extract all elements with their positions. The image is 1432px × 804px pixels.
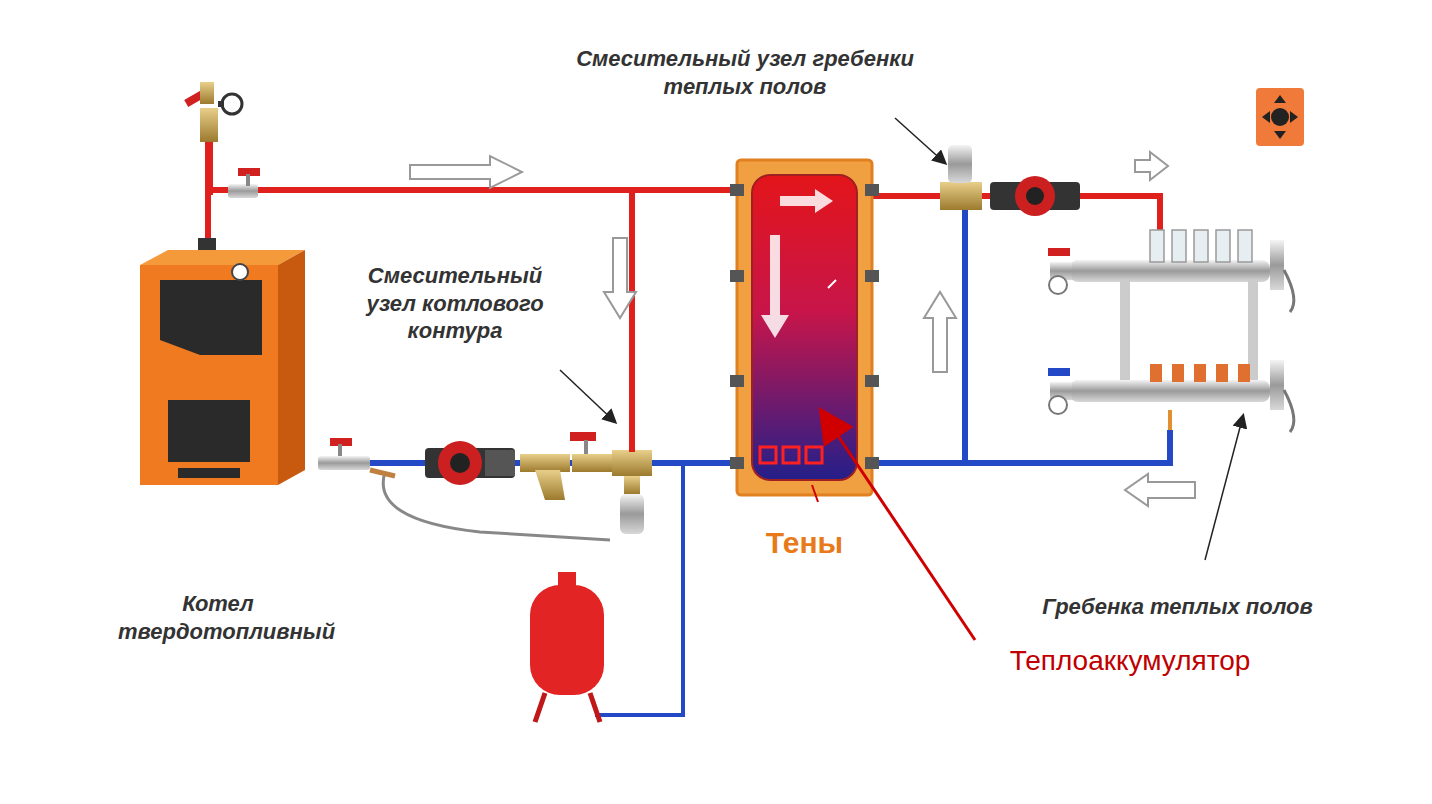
bypass-pipe [629,190,635,452]
node-label: Котел твердотопливный [118,590,318,645]
node-text-group: Тены [737,526,872,560]
capillary [383,472,610,540]
nav-icon [1256,88,1304,146]
leader-line [895,118,945,163]
pipe-connector [208,190,737,255]
manifold [1048,360,1294,432]
safety-group [184,82,242,195]
expansion-tank [530,572,604,722]
node-text-group: Котел твердотопливный [118,590,318,645]
heat-accumulator [730,160,879,495]
pipe [1168,410,1172,430]
pump [425,441,515,485]
leader-line [560,370,615,422]
tank-box: Тены [737,160,872,560]
ball-valve [228,168,260,198]
pipe [962,210,968,466]
callout-label: Смесительный узел котлового контура [340,262,570,345]
leader-line [822,412,975,640]
strainer [520,454,570,500]
sensor [370,470,395,476]
leader-line [1205,416,1243,560]
manifold-box: Гребенка теплых полов [1040,240,1315,620]
node-label: Гребенка теплых полов [1040,593,1315,621]
pump [990,176,1080,216]
pipe-connector [872,460,1040,466]
mixing-valve [940,145,982,210]
pipe [1040,430,1170,463]
callout-label: Смесительный узел гребенки теплых полов [575,45,915,100]
boiler [140,238,305,485]
boiler-box: Котел твердотопливный [118,255,318,645]
node-text-group: Гребенка теплых полов [1040,593,1315,621]
pipe [595,463,683,715]
callout-label: Теплоаккумулятор [950,645,1310,677]
ball-valve [570,432,612,472]
flow-arrow [410,152,1195,506]
mixing-valve [612,450,652,534]
leader-line [812,485,818,502]
node-label: Тены [737,526,872,560]
ball-valve [318,438,370,470]
manifold [1048,230,1294,380]
pipe [652,460,737,466]
